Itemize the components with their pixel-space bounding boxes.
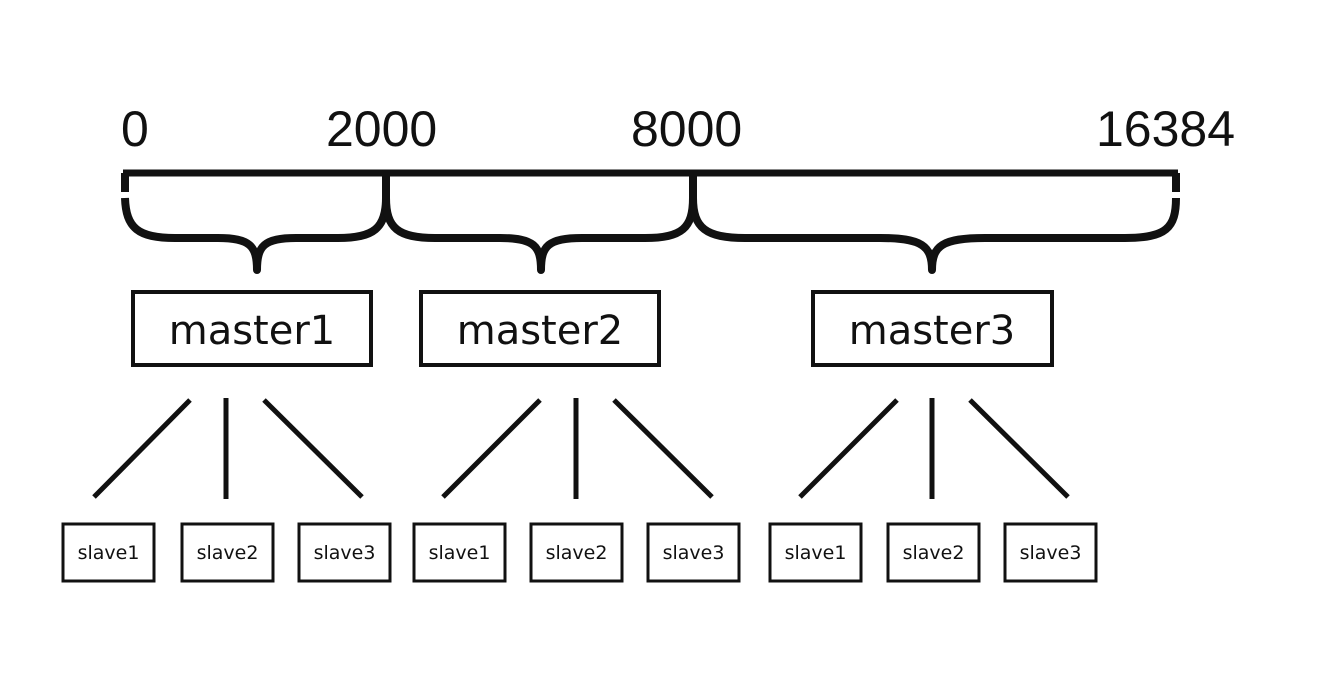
link-master1-slave1 — [92, 398, 192, 499]
slave-node-m1-s2: slave2 — [180, 522, 275, 583]
range-scale — [121, 169, 1180, 274]
slave-box — [529, 522, 624, 583]
link-master3-slave3 — [968, 398, 1070, 499]
range-brace-master1 — [121, 173, 390, 274]
tick-label-16384: 16384 — [1096, 101, 1235, 157]
slave-label: slave1 — [429, 542, 491, 564]
slave-node-m2-s2: slave2 — [529, 522, 624, 583]
master3-box — [811, 290, 1054, 367]
slave-label: slave1 — [78, 542, 140, 564]
master-node-2: master2 — [419, 290, 661, 367]
slave-box — [1003, 522, 1098, 583]
slave-label: slave3 — [1020, 542, 1082, 564]
master-nodes: master1 master2 master3 — [131, 290, 1054, 367]
slave-nodes: slave1 slave2 slave3 slave1 slave2 slave… — [61, 522, 1098, 583]
slave-node-m1-s1: slave1 — [61, 522, 156, 583]
master2-box — [419, 290, 661, 367]
link-master1-slave3 — [262, 398, 364, 499]
master1-box — [131, 290, 373, 367]
master-node-3: master3 — [811, 290, 1054, 367]
slave-box — [646, 522, 741, 583]
scale-labels: 0 2000 8000 16384 — [121, 101, 1235, 157]
slave-box — [297, 522, 392, 583]
slave-node-m3-s2: slave2 — [886, 522, 981, 583]
link-master3-slave1 — [798, 398, 899, 499]
slave-node-m2-s1: slave1 — [412, 522, 507, 583]
master1-label: master1 — [169, 308, 336, 354]
tick-label-8000: 8000 — [631, 101, 742, 157]
slave-box — [412, 522, 507, 583]
slave-box — [61, 522, 156, 583]
link-master2-slave1 — [441, 398, 542, 499]
slave-box — [180, 522, 275, 583]
master3-label: master3 — [849, 308, 1016, 354]
range-brace-master2 — [382, 173, 697, 274]
master-node-1: master1 — [131, 290, 373, 367]
slave-node-m2-s3: slave3 — [646, 522, 741, 583]
slave-label: slave3 — [314, 542, 376, 564]
slave-box — [768, 522, 863, 583]
slave-label: slave2 — [197, 542, 259, 564]
replication-links — [92, 398, 1070, 499]
tick-label-0: 0 — [121, 101, 149, 157]
slave-node-m1-s3: slave3 — [297, 522, 392, 583]
slave-label: slave2 — [546, 542, 608, 564]
slave-label: slave3 — [663, 542, 725, 564]
slave-node-m3-s3: slave3 — [1003, 522, 1098, 583]
range-brace-master3 — [689, 173, 1180, 274]
slave-box — [886, 522, 981, 583]
tick-label-2000: 2000 — [326, 101, 437, 157]
master2-label: master2 — [457, 308, 624, 354]
slave-node-m3-s1: slave1 — [768, 522, 863, 583]
link-master2-slave3 — [612, 398, 714, 499]
slave-label: slave2 — [903, 542, 965, 564]
slave-label: slave1 — [785, 542, 847, 564]
